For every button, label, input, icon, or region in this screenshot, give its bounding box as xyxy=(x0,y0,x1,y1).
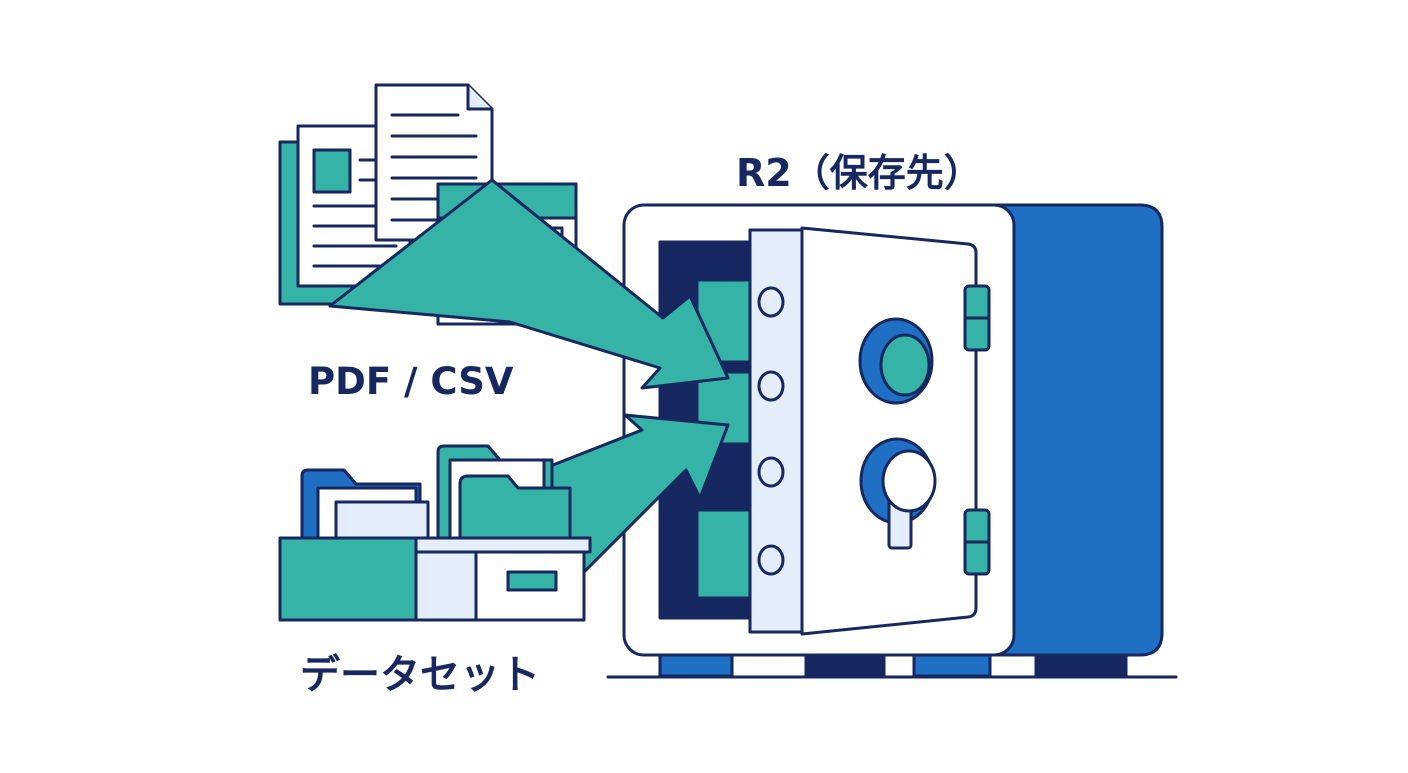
safe-side-panel xyxy=(973,203,1164,657)
safe-bolt xyxy=(757,370,785,402)
safe-bolt xyxy=(757,456,785,488)
dataset-crate-label xyxy=(506,570,558,592)
safe-door xyxy=(800,226,978,636)
safe-bolt xyxy=(757,544,785,576)
storage-label: R2（保存先） xyxy=(736,151,982,195)
dataset-label: データセット xyxy=(300,652,540,698)
document-fold-corner xyxy=(466,83,494,111)
folder-front xyxy=(458,474,572,554)
folder-box-icon xyxy=(278,444,592,622)
dataset-crate-lid xyxy=(414,536,592,554)
arrow-icon xyxy=(328,178,730,390)
dataset-box xyxy=(278,536,428,622)
safe-handle-knob xyxy=(881,449,937,513)
safe-dial xyxy=(879,333,931,397)
document-photo xyxy=(312,148,352,194)
file-types-label: PDF / CSV xyxy=(308,360,514,403)
safe-bolt xyxy=(757,286,785,318)
